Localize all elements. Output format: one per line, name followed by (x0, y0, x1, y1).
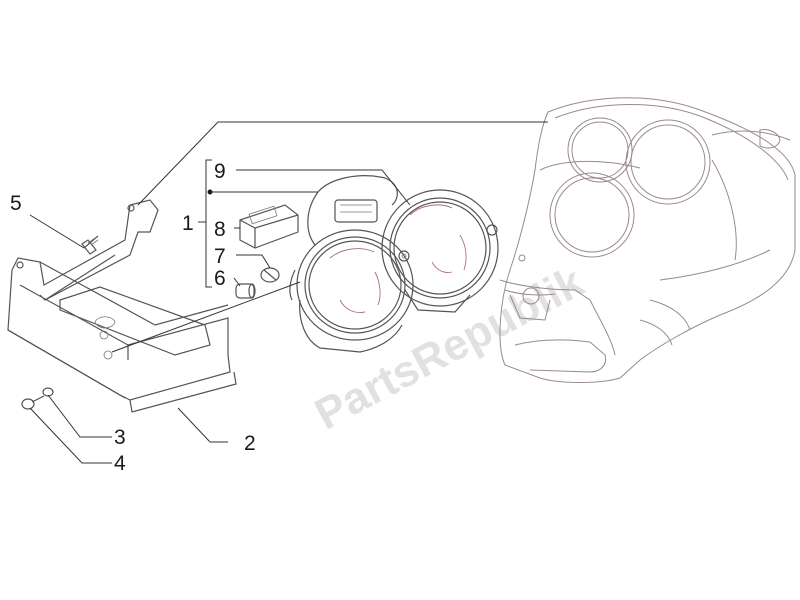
callout-3: 3 (114, 426, 126, 449)
washer-3 (42, 387, 54, 397)
screw-5 (81, 235, 99, 255)
mounting-bracket (7, 199, 237, 413)
lcd-module-8 (239, 204, 299, 249)
reference-dot (207, 189, 213, 195)
instrument-cluster (289, 175, 499, 353)
callout-8: 8 (214, 218, 226, 241)
leader-lines (29, 121, 548, 464)
instrument-rear-cover (499, 97, 796, 383)
bulb-socket-6 (235, 283, 256, 299)
screw-4 (21, 395, 45, 410)
bulb-7 (260, 267, 280, 283)
callout-4: 4 (114, 452, 126, 475)
watermark-text: PartsRepublik (307, 257, 592, 439)
callout-7: 7 (214, 245, 226, 268)
callout-1: 1 (182, 212, 194, 235)
callout-5: 5 (10, 192, 22, 215)
callout-9: 9 (214, 160, 226, 183)
callout-6: 6 (214, 267, 226, 290)
callout-2: 2 (244, 432, 256, 455)
